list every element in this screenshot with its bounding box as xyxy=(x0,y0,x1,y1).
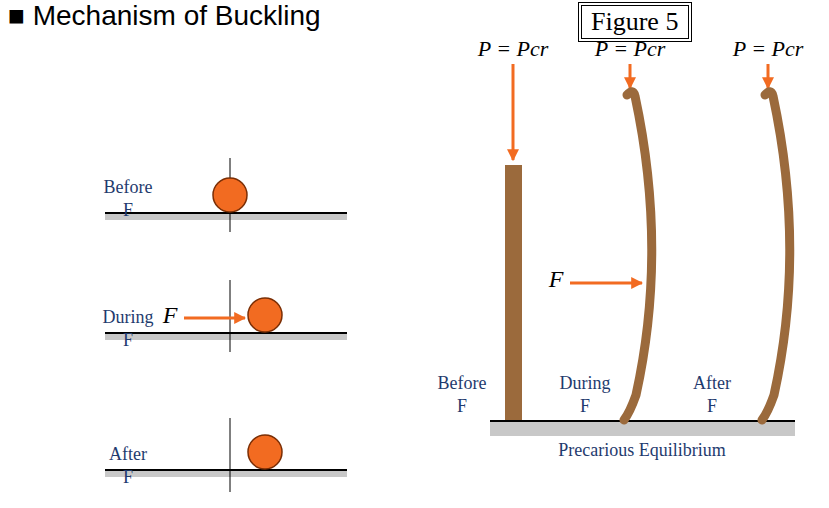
column-example xyxy=(490,64,795,436)
stage-label: After F xyxy=(693,372,731,417)
force-label: F xyxy=(163,302,178,329)
stage-label: After F xyxy=(109,443,147,488)
load-label: P = Pcr xyxy=(595,36,666,62)
stage-label: Before F xyxy=(104,176,153,221)
stage-label: Before F xyxy=(438,372,487,417)
stage-label: During F xyxy=(103,306,154,351)
caption-label: Precarious Equilibrium xyxy=(558,440,725,461)
load-label: P = Pcr xyxy=(733,36,804,62)
figure-label: Figure 5 xyxy=(582,6,688,38)
force-label: F xyxy=(549,266,564,293)
slide-title: ■ Mechanism of Buckling xyxy=(8,0,321,32)
stage-label: During F xyxy=(560,372,611,417)
load-label: P = Pcr xyxy=(478,36,549,62)
